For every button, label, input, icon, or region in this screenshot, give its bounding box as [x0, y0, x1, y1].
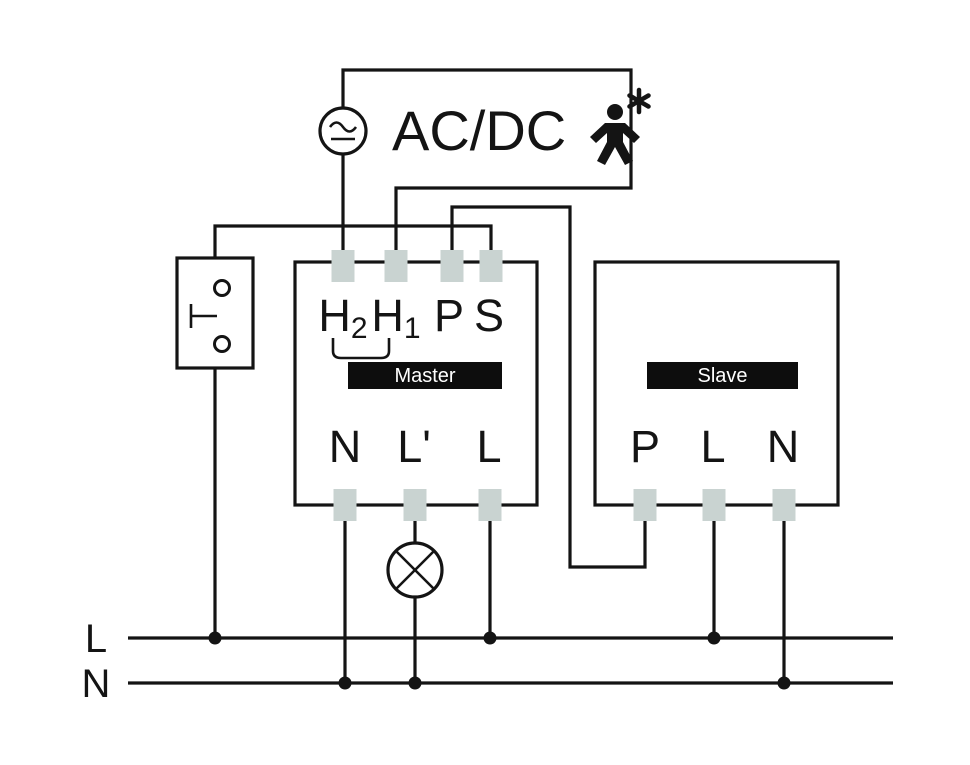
- person-motion-icon: [590, 104, 640, 165]
- junction-dot: [408, 676, 422, 690]
- n-rail-label: N: [82, 662, 111, 706]
- master-bottom-terminals: [333, 489, 502, 521]
- wire-master-p-to-slave-p: [450, 205, 647, 569]
- slave-label-bar: [647, 362, 798, 389]
- terminal-label-p-slave: P: [630, 421, 660, 472]
- terminal-label-h2: H2: [318, 290, 367, 345]
- terminal-s-master: [479, 250, 503, 282]
- slave-bottom-terminals: [633, 489, 796, 521]
- converter-label: AC/DC: [392, 99, 566, 162]
- terminal-l-master: [478, 489, 502, 521]
- junction-dots: [208, 631, 791, 690]
- junction-dot: [208, 631, 222, 645]
- terminal-label-l-slave: L: [700, 421, 725, 472]
- pushbutton-switch-icon: [175, 256, 255, 370]
- terminal-n-master: [333, 489, 357, 521]
- terminal-label-p-master: P: [434, 290, 464, 341]
- terminal-label-n-slave: N: [767, 421, 800, 472]
- h2-h1-link-bracket: [331, 338, 391, 360]
- slave-label: Slave: [697, 365, 747, 387]
- terminal-p-slave: [633, 489, 657, 521]
- terminal-label-l-master: L: [476, 421, 501, 472]
- terminal-label-s-master: S: [474, 290, 504, 341]
- terminal-label-h1: H1: [371, 290, 420, 345]
- master-label: Master: [394, 365, 455, 387]
- terminal-n-slave: [772, 489, 796, 521]
- terminal-p-master: [440, 250, 464, 282]
- junction-dot: [338, 676, 352, 690]
- master-label-bar: [348, 362, 502, 389]
- wires: [128, 68, 893, 685]
- master-top-terminals: [331, 250, 503, 282]
- wire-switch-to-s: [213, 224, 493, 258]
- lamp-icon: [386, 541, 444, 599]
- junction-dot: [777, 676, 791, 690]
- terminal-label-lprime-master: L': [397, 421, 431, 472]
- terminal-h2: [331, 250, 355, 282]
- ac-dc-source-icon: [318, 106, 368, 156]
- terminal-label-n-master: N: [329, 421, 362, 472]
- terminal-lprime-master: [403, 489, 427, 521]
- terminal-h1: [384, 250, 408, 282]
- l-rail-label: L: [85, 617, 107, 661]
- junction-dot: [483, 631, 497, 645]
- junction-dot: [707, 631, 721, 645]
- star-icon: [627, 87, 651, 115]
- terminal-l-slave: [702, 489, 726, 521]
